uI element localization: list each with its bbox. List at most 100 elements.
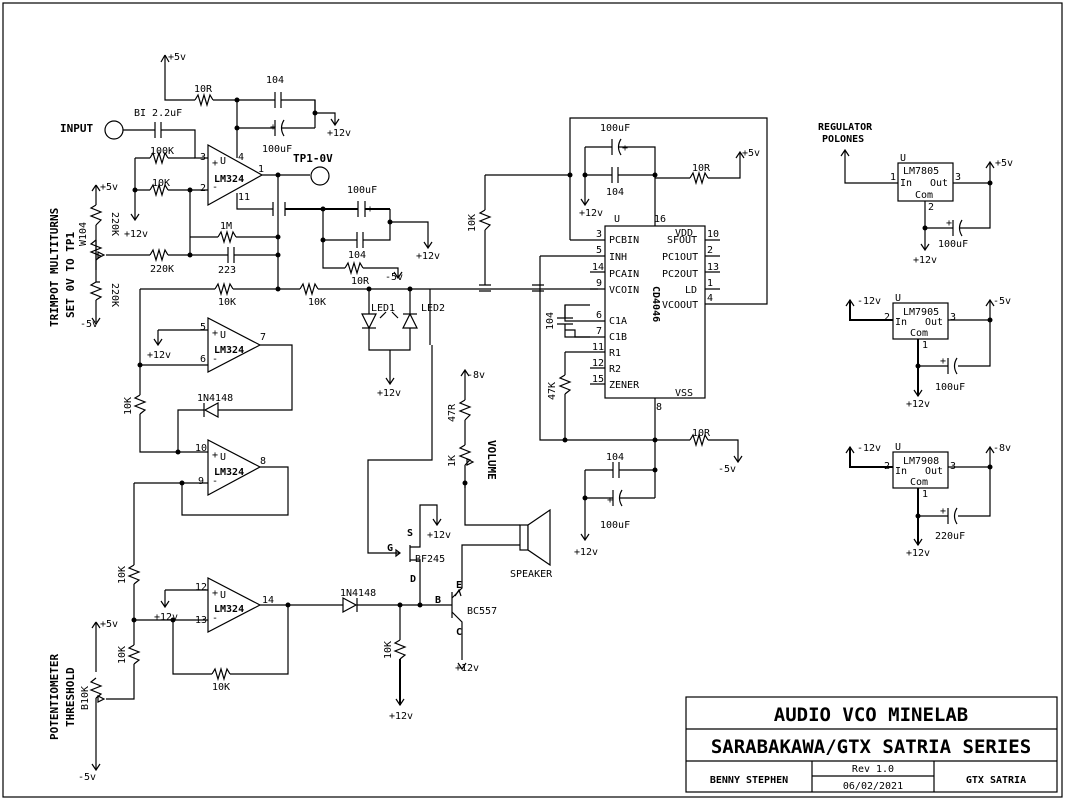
svg-text:E: E [456,580,462,591]
svg-text:C1B: C1B [609,332,627,343]
opamp-1-part: LM324 [214,174,244,185]
trimpot-multiturn: +5v -5v 220K 220K W104 TRIMPOT MULTITURN… [48,182,120,330]
svg-text:PCAIN: PCAIN [609,269,639,280]
svg-text:2: 2 [928,202,934,213]
svg-text:1K: 1K [447,455,458,467]
svg-text:6: 6 [200,354,206,365]
svg-text:1: 1 [258,164,264,175]
svg-text:+: + [212,588,218,599]
svg-text:-: - [212,354,218,365]
svg-text:W104: W104 [78,222,89,246]
svg-text:U: U [614,214,620,225]
svg-text:U: U [220,156,226,167]
svg-text:1: 1 [922,489,928,500]
opamp-2: U LM324 + - 5 6 7 [200,317,266,373]
svg-text:3: 3 [955,172,961,183]
svg-text:7: 7 [596,326,602,337]
svg-text:3: 3 [950,312,956,323]
svg-text:1N4148: 1N4148 [197,393,233,404]
svg-text:+12v: +12v [154,612,178,623]
svg-text:2: 2 [707,245,713,256]
svg-text:S: S [407,528,413,539]
svg-text:8: 8 [260,456,266,467]
svg-text:+12v: +12v [427,530,451,541]
svg-text:11: 11 [238,192,250,203]
svg-text:47R: 47R [447,403,458,422]
svg-text:100uF: 100uF [600,123,630,134]
svg-text:11: 11 [592,342,604,353]
jfet-bf245: S G D BF245 +12v [367,289,451,605]
regulator-lm7905: U LM7905 In Out Com 2 3 1 -12v + 100uF -… [845,293,1011,410]
svg-text:BF245: BF245 [415,554,445,565]
svg-text:+12v: +12v [389,711,413,722]
svg-text:1: 1 [890,172,896,183]
svg-text:10K: 10K [123,397,134,415]
svg-text:+: + [212,328,218,339]
svg-text:+: + [270,122,276,133]
threshold-note: THRESHOLD [64,667,77,727]
svg-text:LM7908: LM7908 [903,456,939,467]
speaker: SPEAKER [461,508,553,580]
svg-text:+12v: +12v [574,547,598,558]
svg-text:3: 3 [596,229,602,240]
svg-text:+12v: +12v [913,255,937,266]
svg-text:+5v: +5v [100,182,118,193]
svg-text:+12v: +12v [906,548,930,559]
date-text: 06/02/2021 [843,781,903,792]
svg-text:-5v: -5v [385,272,403,283]
svg-text:6: 6 [596,310,602,321]
svg-text:8: 8 [656,402,662,413]
revision-text: Rev 1.0 [852,764,894,775]
svg-text:Com: Com [910,477,928,488]
svg-text:14: 14 [592,262,604,273]
svg-text:+12v: +12v [327,128,351,139]
svg-text:104: 104 [545,312,556,330]
svg-text:-5v: -5v [78,772,96,783]
svg-text:G: G [387,543,393,554]
svg-text:9: 9 [198,476,204,487]
svg-text:VCOOUT: VCOOUT [662,300,698,311]
svg-text:LM7905: LM7905 [903,307,939,318]
svg-text:13: 13 [707,262,719,273]
trimpot-note-2: SET 0V TO TP1 [64,232,77,318]
svg-text:-: - [212,613,218,624]
title-block: AUDIO VCO MINELAB SARABAKAWA/GTX SATRIA … [685,696,1058,793]
svg-text:VSS: VSS [675,388,693,399]
cd4046-chip: U 16 PCBIN INH PCAIN VCOIN C1A C1B R1 R2… [467,117,768,558]
svg-text:+: + [212,450,218,461]
svg-text:+: + [212,158,218,169]
regulator-note: REGULATOR [818,122,873,133]
svg-text:4: 4 [707,293,713,304]
speaker-label: SPEAKER [510,569,553,580]
svg-text:10K: 10K [117,646,128,664]
svg-text:100uF: 100uF [935,382,965,393]
svg-text:VCOIN: VCOIN [609,285,639,296]
title-text: AUDIO VCO MINELAB [774,704,968,726]
svg-text:1M: 1M [220,221,232,232]
svg-text:104: 104 [348,250,366,261]
volume-potentiometer: -8v 47R 1K VOLUME [447,368,520,526]
svg-text:2: 2 [884,312,890,323]
svg-text:14: 14 [262,595,274,606]
svg-text:100uF: 100uF [347,185,377,196]
svg-text:220uF: 220uF [935,531,965,542]
svg-text:220K: 220K [109,212,120,236]
svg-text:LED2: LED2 [421,303,445,314]
svg-text:4: 4 [238,152,244,163]
svg-text:In: In [895,317,907,328]
svg-text:U: U [220,330,226,341]
svg-text:ZENER: ZENER [609,380,640,391]
regulator-lm7805: U LM7805 In Out Com 1 3 2 + 100uF +5v +1… [890,153,1013,266]
cd4046-part: CD4046 [650,286,661,322]
svg-text:16: 16 [654,214,666,225]
author-text: BENNY STEPHEN [710,775,788,786]
threshold-potentiometer: +5v -5v B10K POTENTIOMETER THRESHOLD [48,619,118,783]
svg-text:PC2OUT: PC2OUT [662,269,698,280]
svg-text:U: U [895,293,901,304]
svg-text:-8v: -8v [993,443,1011,454]
svg-text:PC1OUT: PC1OUT [662,252,698,263]
transistor-bc557: B E C BC557 +12v [435,580,497,674]
svg-text:U: U [900,153,906,164]
svg-text:10: 10 [195,443,207,454]
